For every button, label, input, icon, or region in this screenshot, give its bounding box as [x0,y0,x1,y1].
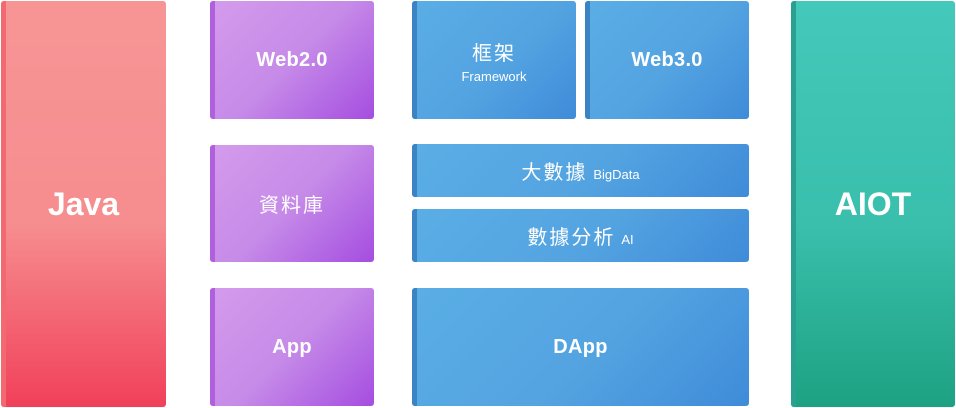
framework-block: 框架 Framework [412,1,576,119]
web2-block: Web2.0 [210,1,374,119]
bigdata-block: 大數據 BigData [412,144,749,197]
aiot-label: AIOT [834,185,912,222]
bigdata-row: 大數據 BigData [521,156,639,185]
dapp-block: DApp [412,288,749,406]
bigdata-label: 大數據 [521,160,588,184]
ai-analysis-block: 數據分析 AI [412,209,749,262]
aiot-block: AIOT [791,1,955,407]
java-label: Java [47,185,120,222]
dapp-label: DApp [553,335,608,358]
database-block: 資料庫 [210,145,374,262]
web2-label: Web2.0 [256,48,328,71]
web3-label: Web3.0 [631,48,703,71]
ai-analysis-sublabel: AI [621,232,634,247]
java-block: Java [1,1,166,407]
ai-analysis-label: 數據分析 [527,225,616,249]
web3-block: Web3.0 [585,1,749,119]
framework-label: 框架 [472,40,516,65]
bigdata-sublabel: BigData [593,167,640,182]
app-label: App [272,335,312,358]
app-block: App [210,288,374,406]
database-label: 資料庫 [259,193,325,217]
ai-analysis-row: 數據分析 AI [527,221,633,250]
framework-sublabel: Framework [461,68,527,84]
